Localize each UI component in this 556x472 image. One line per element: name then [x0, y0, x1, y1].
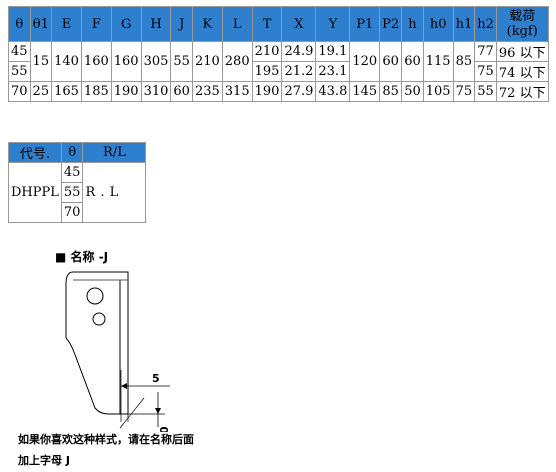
table-row: 55 195 21.2 23.1 75 74 以下	[8, 61, 549, 82]
col-theta1: θ1	[29, 6, 53, 42]
col-code: 代号.	[8, 142, 62, 163]
code-header-row: 代号. θ R/L	[8, 142, 147, 163]
cell: 77	[474, 41, 497, 62]
cell: 315	[221, 81, 253, 102]
cell: 145	[349, 81, 381, 102]
leader-line	[119, 397, 145, 429]
cell: 25	[29, 81, 53, 102]
cell: 60	[401, 41, 424, 82]
cell: 72 以下	[495, 81, 549, 102]
cell: 160	[110, 41, 142, 82]
cell: 75	[452, 81, 476, 102]
cell: 55	[170, 41, 193, 82]
cell: 75	[474, 61, 497, 82]
col-y: Y	[315, 6, 351, 42]
load-unit: (kgf)	[506, 24, 538, 39]
table-row: 70 25 165 185 190 310 60 235 315 190 27.…	[8, 81, 549, 102]
cell: 140	[51, 41, 82, 82]
col-h: H	[140, 6, 172, 42]
cell: 160	[80, 41, 112, 82]
load-label: 载荷	[509, 9, 536, 24]
cell: 305	[140, 41, 172, 82]
cell: 55	[474, 81, 497, 102]
col-f: F	[80, 6, 112, 42]
cell: 55	[8, 61, 31, 82]
cell: 115	[422, 41, 454, 82]
theta-cell: 70	[60, 202, 84, 223]
hole-upper	[86, 287, 104, 305]
cell: 60	[170, 81, 193, 102]
cell: 45	[8, 41, 31, 62]
col-l: L	[221, 6, 253, 42]
col-theta: θ	[60, 142, 84, 163]
col-load: 载荷(kgf)	[495, 6, 549, 42]
cell: 74 以下	[495, 61, 549, 82]
bracket-drawing: 5 0	[65, 271, 171, 432]
col-j: J	[170, 6, 193, 42]
col-x: X	[281, 6, 317, 42]
cell: 50	[401, 81, 424, 102]
cell: 19.1	[315, 41, 351, 62]
cell: 280	[221, 41, 253, 82]
dimension-0-label: 0	[158, 426, 171, 432]
rl-cell: R . L	[82, 162, 147, 223]
note-line-1: 如果你喜欢这种样式，请在名称后面	[18, 433, 194, 446]
col-e: E	[51, 6, 82, 42]
table-row: 70	[9, 202, 146, 223]
cell: 43.8	[315, 81, 351, 102]
table-row: 45 15 140 160 160 305 55 210 280 210 24.…	[8, 41, 549, 82]
code-cell: DHPPL	[8, 162, 62, 223]
cell: 185	[80, 81, 112, 102]
col-t: T	[251, 6, 283, 42]
col-h1: h1	[452, 6, 476, 42]
col-rl: R/L	[82, 142, 147, 163]
col-k: K	[191, 6, 223, 42]
cell: 310	[140, 81, 172, 102]
cell: 96 以下	[495, 41, 549, 62]
cell: 195	[251, 61, 283, 82]
hole-lower	[92, 312, 106, 326]
cell: 190	[251, 81, 283, 102]
col-g: G	[110, 6, 142, 42]
spec-header-row: θ θ1 E F G H J K L T X Y P1 P2 h h0 h1 h…	[8, 6, 549, 42]
dimension-5-label: 5	[152, 372, 160, 385]
cell: 15	[29, 41, 53, 82]
table-row: DHPPL 45 R . L	[8, 162, 147, 223]
cell: 190	[110, 81, 142, 102]
cell: 85	[379, 81, 403, 102]
cell: 165	[51, 81, 82, 102]
cell: 23.1	[315, 61, 351, 82]
arrow-5	[121, 383, 127, 389]
cell: 85	[452, 41, 476, 82]
col-theta: θ	[8, 6, 31, 42]
cell: 21.2	[281, 61, 317, 82]
arrow-0	[155, 408, 161, 414]
note-line-2: 加上字母 J	[18, 454, 70, 467]
col-h0: h0	[422, 6, 454, 42]
bracket-outline	[65, 271, 129, 415]
cell: 210	[251, 41, 283, 62]
col-h-small: h	[401, 6, 424, 42]
code-table: 代号. θ R/L DHPPL 45 R . L 55 70	[8, 142, 147, 223]
col-p1: P1	[349, 6, 381, 42]
theta-cell: 55	[60, 182, 84, 203]
cell: 70	[8, 81, 31, 102]
spec-table: θ θ1 E F G H J K L T X Y P1 P2 h h0 h1 h…	[8, 6, 549, 102]
cell: 27.9	[281, 81, 317, 102]
part-caption: ■ 名称 -J	[55, 250, 109, 264]
col-p2: P2	[379, 6, 403, 42]
cell: 235	[191, 81, 223, 102]
theta-cell: 45	[60, 162, 84, 183]
cell: 210	[191, 41, 223, 82]
col-h2: h2	[474, 6, 497, 42]
cell: 24.9	[281, 41, 317, 62]
cell: 60	[379, 41, 403, 82]
cell: 120	[349, 41, 381, 82]
cell: 105	[422, 81, 454, 102]
